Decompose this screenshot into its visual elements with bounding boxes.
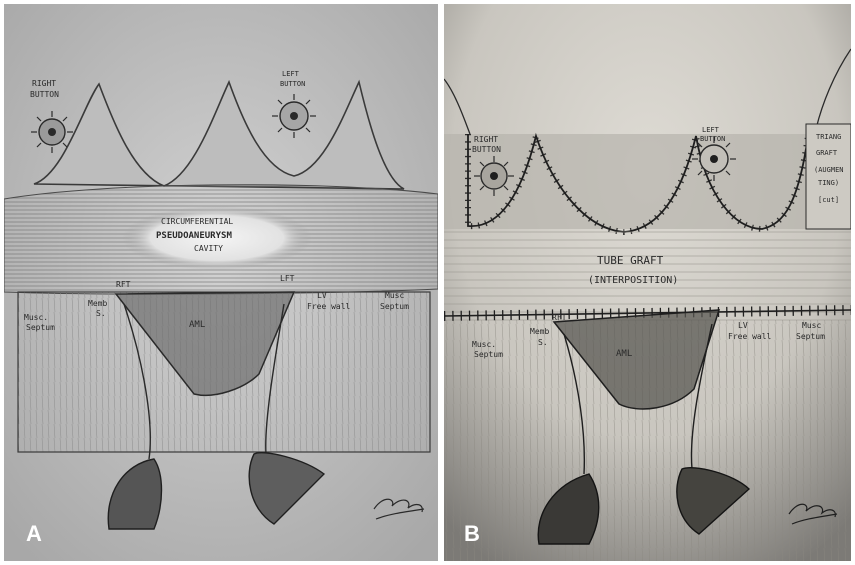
panel-a-drawing: RIGHT BUTTON LEFT BUTTON CIRCUMFERENTIAL… — [4, 4, 438, 561]
tube-graft-label-1: TUBE GRAFT — [597, 254, 664, 267]
panel-label-b: B — [464, 521, 480, 547]
lv-free-wall-label-2: Free wall — [307, 302, 351, 311]
right-button-label-2: BUTTON — [30, 90, 59, 99]
triangle-graft-label-1: TRIANG — [816, 133, 841, 141]
rft-label: RFT — [116, 280, 131, 289]
musc-septum-left-label-2: Septum — [26, 323, 55, 332]
triangle-graft-label-2: GRAFT — [816, 149, 838, 157]
musc-septum-right-label-1: Musc — [802, 321, 821, 330]
aml-label: AML — [189, 320, 205, 330]
musc-septum-left-label-1: Musc. — [24, 313, 48, 322]
musc-septum-left-label-1: Musc. — [472, 340, 496, 349]
lv-free-wall-label-1: LV — [317, 291, 327, 300]
left-button-label-2: BUTTON — [700, 135, 725, 143]
left-button-label-2: BUTTON — [280, 80, 305, 88]
memb-s-label-1: Memb — [88, 299, 107, 308]
pseudoaneurysm-label-3: CAVITY — [194, 244, 223, 253]
pseudoaneurysm-label-2: PSEUDOANEURYSM — [156, 231, 232, 241]
left-button-label-1: LEFT — [702, 126, 720, 134]
memb-s-label-2: S. — [96, 309, 106, 318]
triangle-graft-label-4: TING) — [818, 179, 839, 187]
musc-septum-right-label-2: Septum — [796, 332, 825, 341]
panel-label-a: A — [26, 521, 42, 547]
lv-free-wall-label-1: LV — [738, 321, 748, 330]
musc-septum-left-label-2: Septum — [474, 350, 503, 359]
musc-septum-right-label-1: Musc — [385, 291, 404, 300]
right-button-label-2: BUTTON — [472, 145, 501, 154]
panel-b-drawing: RIGHT BUTTON LEFT BUTTON TRIANG GRAFT (A… — [444, 4, 851, 561]
memb-s-label-1: Memb — [530, 327, 549, 336]
memb-s-label-2: S. — [538, 338, 548, 347]
pseudoaneurysm-label-1: CIRCUMFERENTIAL — [161, 217, 233, 226]
rft-label: RFT — [552, 313, 567, 322]
tube-graft-label-2: (INTERPOSITION) — [588, 275, 678, 286]
panel-a: RIGHT BUTTON LEFT BUTTON CIRCUMFERENTIAL… — [4, 4, 438, 561]
left-button-label-1: LEFT — [282, 70, 300, 78]
panel-b: RIGHT BUTTON LEFT BUTTON TRIANG GRAFT (A… — [444, 4, 851, 561]
lv-free-wall-label-2: Free wall — [728, 332, 772, 341]
aml-label: AML — [616, 349, 632, 359]
triangle-graft-label-5: [cut] — [818, 196, 839, 204]
triangle-graft-label-3: (AUGMEN — [814, 166, 844, 174]
right-button-label-1: RIGHT — [32, 79, 56, 88]
right-coronary-button — [474, 156, 514, 196]
right-button-label-1: RIGHT — [474, 135, 498, 144]
lft-label: LFT — [280, 274, 295, 283]
musc-septum-right-label-2: Septum — [380, 302, 409, 311]
